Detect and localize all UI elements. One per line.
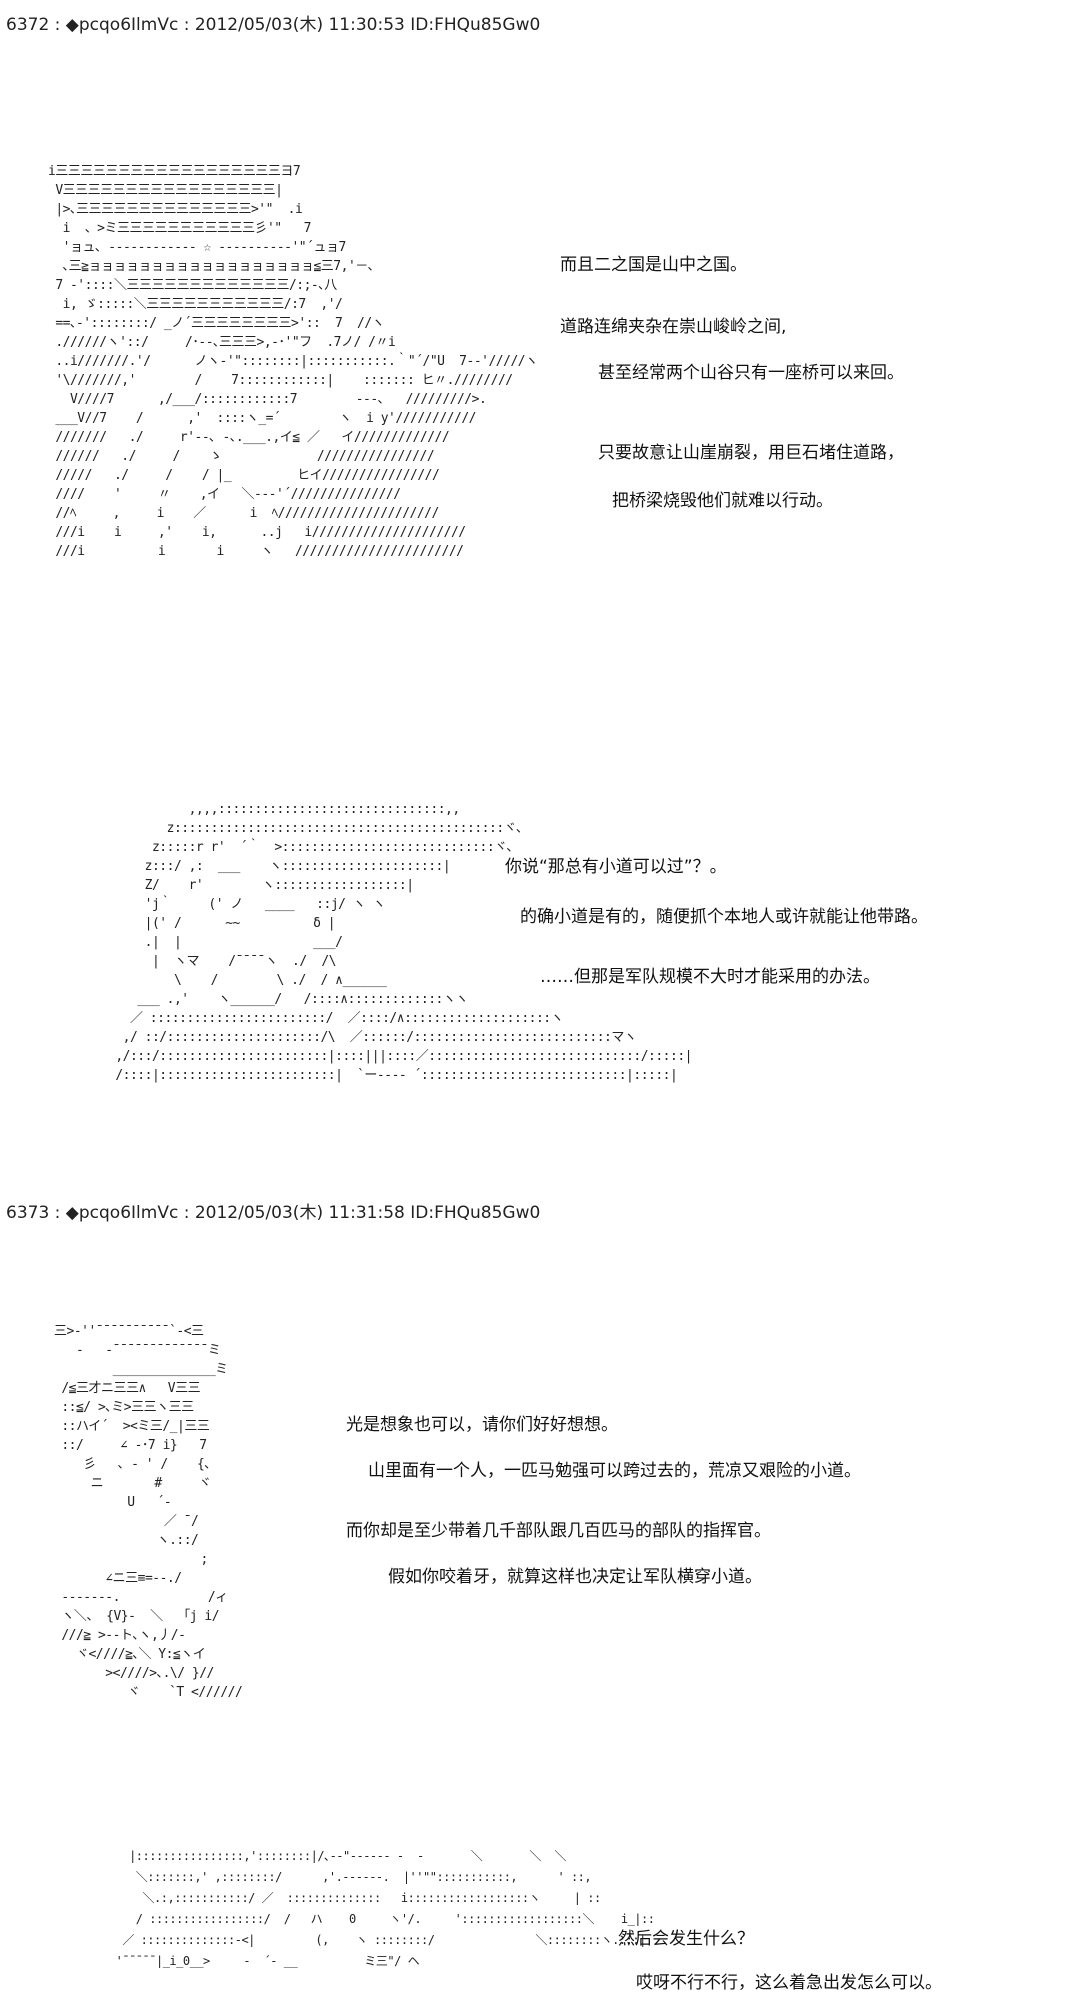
dialogue-line: 你说“那总有小道可以过”？。 [505, 857, 727, 877]
ascii-art-scene: |::::::::::::::::,'::::::::|/､--"------ … [115, 1849, 655, 1968]
dialogue-line: ……但那是军队规模不大时才能采用的办法。 [540, 967, 880, 987]
dialogue-line: 山里面有一个人，一匹马勉强可以跨过去的，荒凉又艰险的小道。 [368, 1461, 861, 1481]
dialogue-line: 道路连绵夹杂在崇山峻岭之间, [560, 317, 787, 337]
dialogue-line: 光是想象也可以，请你们好好想想。 [346, 1415, 618, 1435]
dialogue-line: 哎呀不行不行，这么着急出发怎么可以。 [636, 1973, 942, 1993]
dialogue-line: 甚至经常两个山谷只有一座桥可以来回。 [598, 363, 904, 383]
ascii-art-character: ,,,,:::::::::::::::::::::::::::::::,, z:… [115, 802, 692, 1083]
post-header: 6372 : ◆pcqo6IlmVc : 2012/05/03(木) 11:30… [6, 10, 540, 35]
ascii-art-bridge: i三三三三三三三三三三三三三三三三三三ヨ7 V三三三三三三三三三三三三三三三三三… [48, 164, 538, 559]
post-header: 6373 : ◆pcqo6IlmVc : 2012/05/03(木) 11:31… [6, 1198, 540, 1223]
dialogue-line: 假如你咬着牙，就算这样也决定让军队横穿小道。 [388, 1567, 762, 1587]
dialogue-line: 的确小道是有的，随便抓个本地人或许就能让他带路。 [520, 907, 928, 927]
post-header-text: 6372 : ◆pcqo6IlmVc : 2012/05/03(木) 11:30… [6, 15, 541, 35]
dialogue-line: 只要故意让山崖崩裂，用巨石堵住道路， [598, 443, 904, 463]
ascii-art-character: 三>-''¯¯¯¯¯¯¯¯¯¯`-<三 - -¯¯¯¯¯¯¯¯¯¯¯¯¯ミ __… [54, 1324, 243, 1700]
dialogue-line: 而你却是至少带着几千部队跟几百匹马的部队的指挥官。 [346, 1521, 771, 1541]
dialogue-line: 把桥梁烧毁他们就难以行动。 [612, 491, 833, 511]
dialogue-line: 而且二之国是山中之国。 [560, 255, 747, 275]
post-header-text: 6373 : ◆pcqo6IlmVc : 2012/05/03(木) 11:31… [6, 1203, 541, 1223]
dialogue-line: 然后会发生什么？ [618, 1929, 754, 1949]
